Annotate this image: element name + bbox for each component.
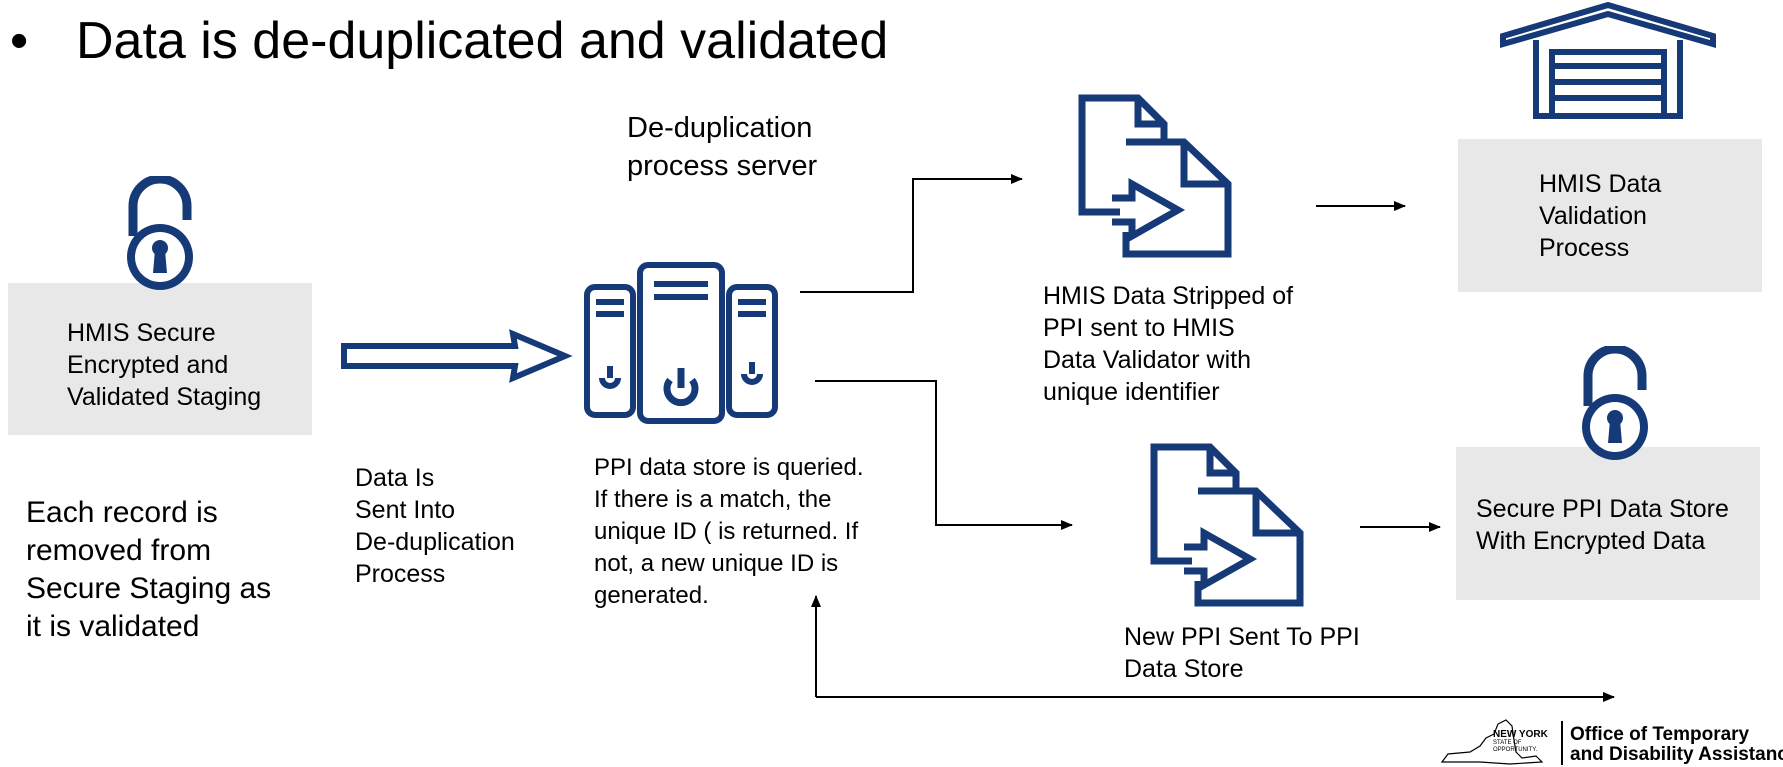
open-padlock-icon [1582,346,1648,460]
ppi-store-label-line: With Encrypted Data [1476,527,1706,555]
new-ppi-label-line: New PPI Sent To PPI [1124,623,1360,651]
arrow-server-to-newppi [815,380,1073,530]
validation-label-line: HMIS Data [1539,170,1662,198]
server-description-line: not, a new unique ID is [594,550,839,577]
server-description: PPI data store is queried. If there is a… [594,452,863,612]
staging-label-line: Encrypted and [67,351,229,379]
server-description-line: generated. [594,582,709,609]
otda-line: Office of Temporary [1570,724,1750,745]
hollow-arrow-to-server [341,329,573,383]
otda-wordmark: Office of Temporary and Disability Assis… [1570,725,1783,765]
staging-note-line: removed from [26,534,212,567]
staging-label-line: Validated Staging [67,383,262,411]
staging-note-line: Each record is [26,496,218,529]
staging-label: HMIS Secure Encrypted and Validated Stag… [67,317,261,413]
server-title-line: process server [627,150,818,182]
staging-note-line: it is validated [26,610,200,643]
staging-box [8,283,312,435]
open-padlock-icon [127,176,193,290]
ny-state-wordmark: NEW YORK STATE OF OPPORTUNITY. [1493,730,1548,754]
server-title-line: De-duplication [627,112,813,144]
ppi-store-label: Secure PPI Data Store With Encrypted Dat… [1476,493,1729,557]
transfer-label-line: Process [355,560,446,588]
stripped-label-line: PPI sent to HMIS [1043,314,1235,342]
ppi-store-box [1456,447,1760,600]
new-ppi-label: New PPI Sent To PPI Data Store [1124,621,1360,685]
ppi-store-label-line: Secure PPI Data Store [1476,495,1729,523]
validation-label-line: Validation [1539,202,1647,230]
validation-label: HMIS Data Validation Process [1539,168,1661,264]
stripped-label-line: unique identifier [1043,378,1220,406]
server-description-line: unique ID ( is returned. If [594,518,859,545]
staging-label-line: HMIS Secure [67,319,216,347]
stripped-label-line: Data Validator with [1043,346,1251,374]
server-icon [584,262,778,424]
otda-line: and Disability Assistance [1570,744,1783,765]
staging-note-line: Secure Staging as [26,572,272,605]
document-transfer-icon [1078,94,1232,258]
warehouse-icon [1500,2,1716,119]
transfer-label: Data Is Sent Into De-duplication Process [355,462,515,590]
title-bullet: • [10,12,29,70]
stripped-label: HMIS Data Stripped of PPI sent to HMIS D… [1043,280,1293,408]
validation-box [1458,139,1762,292]
stripped-label-line: HMIS Data Stripped of [1043,282,1294,310]
arrow-server-to-stripped [800,174,1023,293]
ny-state-line: STATE OF [1493,740,1522,746]
server-description-line: If there is a match, the [594,486,832,513]
server-title: De-duplication process server [627,109,817,185]
new-ppi-label-line: Data Store [1124,655,1244,683]
transfer-label-line: De-duplication [355,528,515,556]
title-text: Data is de-duplicated and validated [76,12,889,70]
logo-divider [1561,721,1563,765]
ny-state-line: NEW YORK [1493,729,1548,740]
slide-title: • Data is de-duplicated and validated [10,10,888,72]
ny-state-map-icon [1440,719,1544,765]
ny-state-line: OPPORTUNITY. [1493,747,1538,753]
transfer-label-line: Sent Into [355,496,456,524]
staging-note: Each record is removed from Secure Stagi… [26,494,271,646]
document-transfer-icon [1150,443,1304,607]
server-description-line: PPI data store is queried. [594,454,864,481]
validation-label-line: Process [1539,234,1630,262]
transfer-label-line: Data Is [355,464,435,492]
